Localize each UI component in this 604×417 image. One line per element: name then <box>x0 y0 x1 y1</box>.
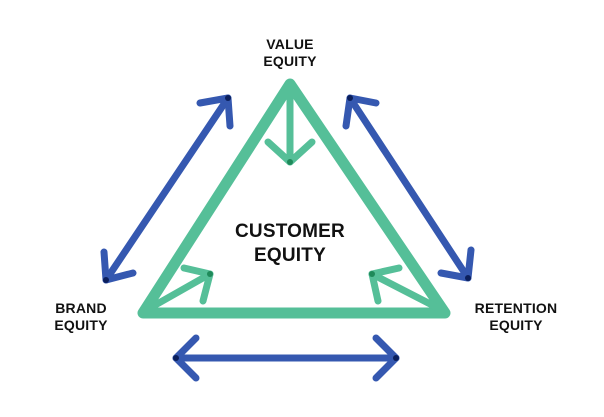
retention-equity-line2: EQUITY <box>489 317 543 333</box>
double-arrow-bottom <box>172 334 400 382</box>
customer-equity-line2: EQUITY <box>254 245 326 266</box>
customer-equity-line1: CUSTOMER <box>235 221 345 242</box>
double-arrow-right <box>342 94 475 282</box>
brand-equity-line2: EQUITY <box>54 317 108 333</box>
retention-equity-label: RETENTION EQUITY <box>456 300 576 334</box>
brand-equity-label: BRAND EQUITY <box>36 300 126 334</box>
retention-equity-line1: RETENTION <box>474 300 558 316</box>
value-equity-label: VALUE EQUITY <box>240 36 340 70</box>
value-equity-line2: EQUITY <box>263 53 317 69</box>
equity-triangle <box>137 78 451 319</box>
brand-equity-line1: BRAND <box>55 300 107 316</box>
double-arrow-left <box>100 94 234 284</box>
value-equity-line1: VALUE <box>266 36 314 52</box>
inward-arrow-right <box>368 264 442 312</box>
inward-arrow-left <box>146 264 214 312</box>
customer-equity-label: CUSTOMER EQUITY <box>210 220 370 268</box>
inward-arrow-top <box>264 86 316 166</box>
